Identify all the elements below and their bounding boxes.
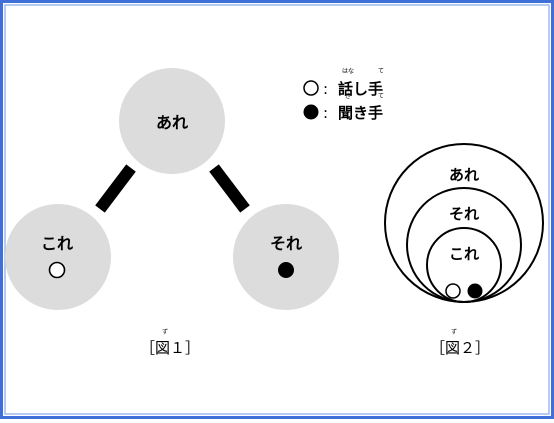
listener-marker-fig1	[278, 262, 294, 278]
legend-listener-te-ruby: て	[378, 93, 384, 100]
label-kore: これ	[41, 234, 73, 253]
label-are: あれ	[156, 113, 188, 132]
speaker-marker-fig2	[445, 283, 461, 299]
caption2-ruby: ず	[451, 328, 457, 336]
ring-label-sore: それ	[449, 205, 479, 223]
circle-are	[119, 68, 225, 174]
legend-speaker-te-ruby: て	[378, 68, 384, 75]
ring-label-are: あれ	[449, 166, 479, 184]
listener-marker-fig2	[467, 283, 483, 299]
circle-kore	[5, 204, 111, 310]
caption-figure-2: ［図２］	[430, 339, 490, 357]
label-sore: それ	[270, 234, 302, 253]
frame-inner	[4, 4, 550, 415]
figure-2: あれ それ これ ず ［図２］	[384, 143, 544, 357]
figure-1: あれ これ それ ず ［図１］	[5, 68, 339, 357]
connector-left	[95, 164, 136, 213]
legend-speaker-ruby: はな	[342, 68, 354, 75]
legend-listener-label: 聞き手	[338, 104, 383, 122]
legend: : はな て 話し手 : き て 聞き手	[303, 68, 384, 122]
connector-right	[209, 164, 250, 213]
legend-listener-colon: :	[323, 104, 328, 122]
legend-listener-ruby: き	[345, 93, 351, 100]
circle-sore	[233, 204, 339, 310]
ring-kore	[426, 227, 502, 303]
legend-speaker-colon: :	[323, 80, 328, 98]
legend-listener-icon	[303, 104, 319, 120]
legend-speaker-icon	[303, 80, 319, 96]
caption1-ruby: ず	[162, 328, 168, 336]
legend-speaker-label: 話し手	[338, 80, 383, 98]
ring-label-kore: これ	[449, 245, 479, 263]
speaker-marker-fig1	[48, 261, 66, 279]
caption-figure-1: ［図１］	[140, 339, 200, 357]
